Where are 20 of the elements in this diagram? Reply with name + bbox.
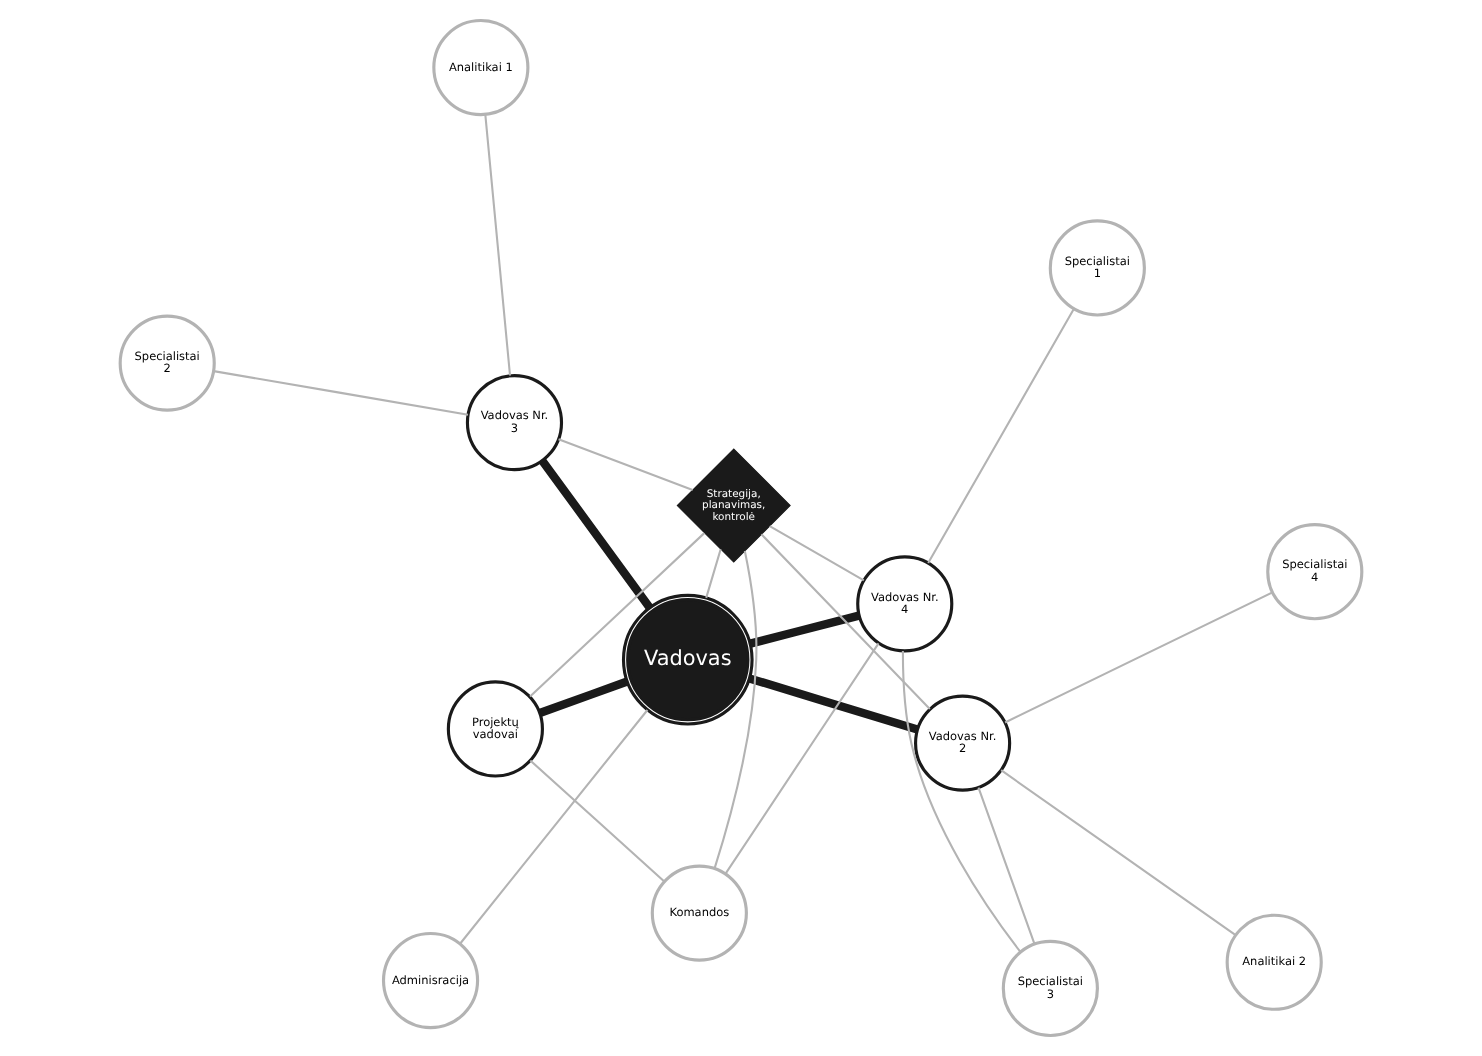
connector	[760, 533, 931, 710]
connector	[484, 114, 512, 376]
connector	[459, 709, 649, 945]
connector	[927, 308, 1075, 564]
connector	[901, 650, 1022, 953]
connector	[977, 787, 1036, 945]
connector	[1000, 769, 1236, 936]
connector	[538, 677, 629, 717]
connector	[749, 611, 860, 648]
connector	[713, 550, 758, 869]
connector	[705, 549, 722, 599]
connector	[769, 525, 865, 582]
connector	[213, 370, 469, 416]
connector	[539, 458, 654, 611]
connector	[724, 642, 880, 875]
connector	[1004, 591, 1273, 724]
connector	[748, 674, 919, 734]
connector	[529, 759, 665, 883]
connector	[558, 438, 693, 491]
connector	[529, 532, 705, 698]
